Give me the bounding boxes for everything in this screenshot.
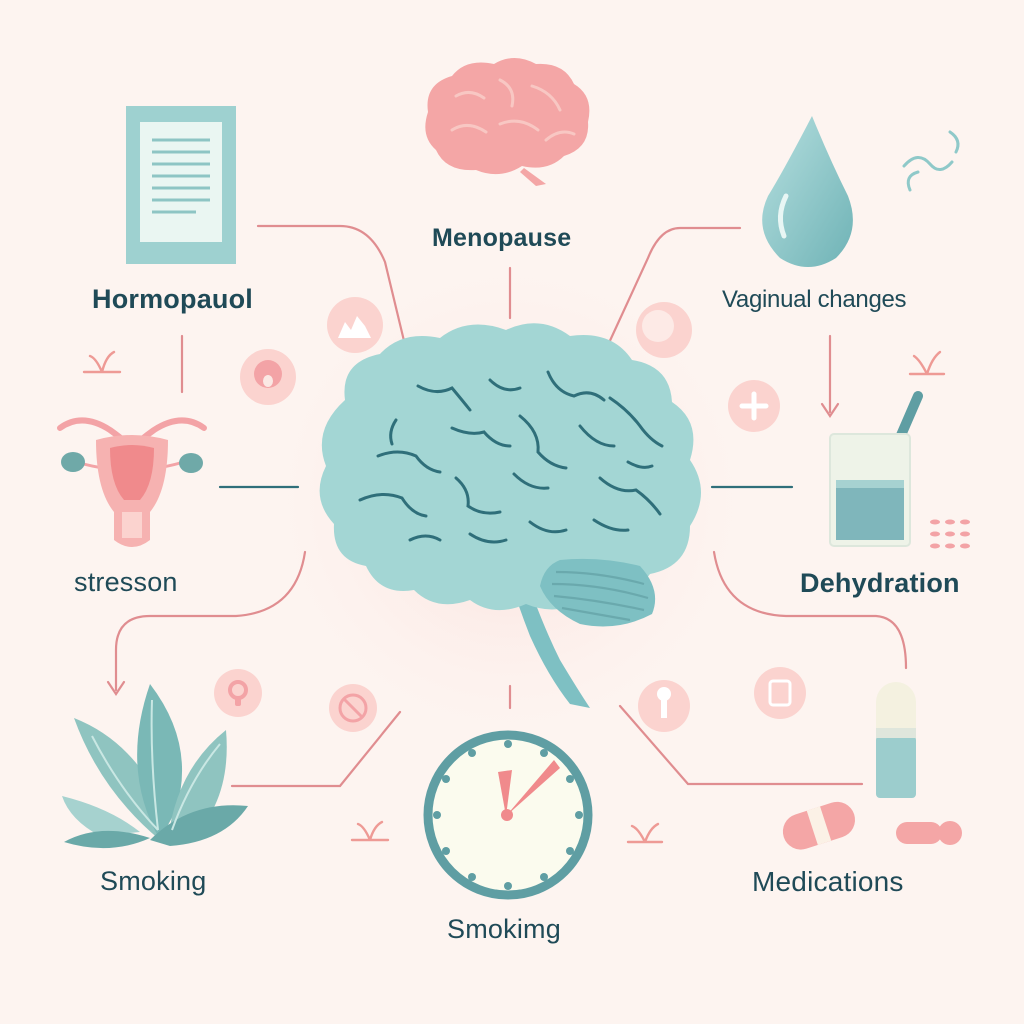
- connector-lower-left-arrow: [106, 680, 126, 696]
- connector-top-right: [606, 226, 742, 347]
- label-vaginal-changes: Vaginual changes: [722, 286, 907, 313]
- badge-heart-left: [327, 297, 383, 353]
- label-menopause: Menopause: [432, 224, 572, 252]
- water-drop-icon: [762, 116, 960, 267]
- small-brain-icon: [425, 58, 590, 186]
- sprout-decorations: [82, 350, 946, 844]
- badge-alert-left: [214, 669, 262, 717]
- water-glass-icon: [829, 391, 970, 549]
- connector-lower-left: [114, 550, 307, 692]
- brain-icon: [319, 323, 701, 708]
- uterus-icon: [57, 417, 207, 547]
- connector-right-arrow: [820, 402, 840, 418]
- connector-top-left: [256, 224, 407, 347]
- badge-key-right: [638, 680, 690, 732]
- pills-icon: [782, 682, 962, 850]
- badge-doc-right: [754, 667, 806, 719]
- badge-circle-right: [636, 302, 692, 358]
- label-stresson: stresson: [74, 567, 178, 597]
- document-icon: [126, 106, 236, 264]
- badge-no-smoking: [329, 684, 377, 732]
- sprout-3: [350, 820, 390, 842]
- badge-plus-right: [728, 380, 780, 432]
- connector-bottom-right: [618, 704, 864, 786]
- leaf-plant-icon: [62, 684, 248, 849]
- label-smoking-bottom: Smokimg: [447, 914, 561, 944]
- label-hormopauol: Hormopauol: [92, 284, 253, 314]
- sprout-4: [626, 822, 664, 844]
- label-dehydration: Dehydration: [800, 568, 960, 598]
- clock-icon: [423, 730, 593, 900]
- badge-face-left: [240, 349, 296, 405]
- label-smoking-left: Smoking: [100, 866, 207, 896]
- connector-lower-right: [712, 550, 908, 670]
- connector-bottom-left: [230, 710, 402, 788]
- connector-lines: [106, 224, 908, 788]
- label-medications: Medications: [752, 866, 904, 897]
- sprout-2: [908, 350, 946, 376]
- sprout-1: [82, 350, 122, 374]
